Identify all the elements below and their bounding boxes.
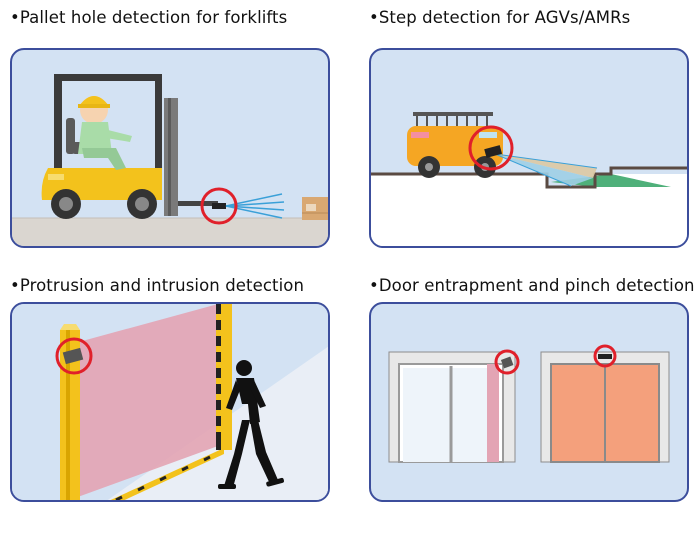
- panel-agv: [369, 48, 689, 248]
- walking-person-icon: [218, 360, 284, 489]
- worker-icon: [78, 96, 132, 170]
- caption-door: •Door entrapment and pinch detection: [369, 276, 695, 295]
- door-icon: [540, 351, 670, 463]
- forklift-icon: [41, 74, 218, 219]
- panel-door: [369, 302, 689, 502]
- sensor-icon: [593, 344, 617, 368]
- sensor-icon: [468, 125, 598, 187]
- pallet-icon: [302, 197, 328, 220]
- sensor-icon: [494, 349, 520, 375]
- panel-protrusion: [10, 302, 330, 502]
- sensor-icon: [55, 337, 93, 375]
- sensor-icon: [200, 187, 285, 225]
- caption-protrusion: •Protrusion and intrusion detection: [10, 276, 305, 295]
- panel-forklift: [10, 48, 330, 248]
- caption-agv: •Step detection for AGVs/AMRs: [369, 8, 631, 27]
- caption-forklift: •Pallet hole detection for forklifts: [10, 8, 288, 27]
- safety-pole-icon: [216, 304, 232, 450]
- door-icon: [388, 351, 516, 463]
